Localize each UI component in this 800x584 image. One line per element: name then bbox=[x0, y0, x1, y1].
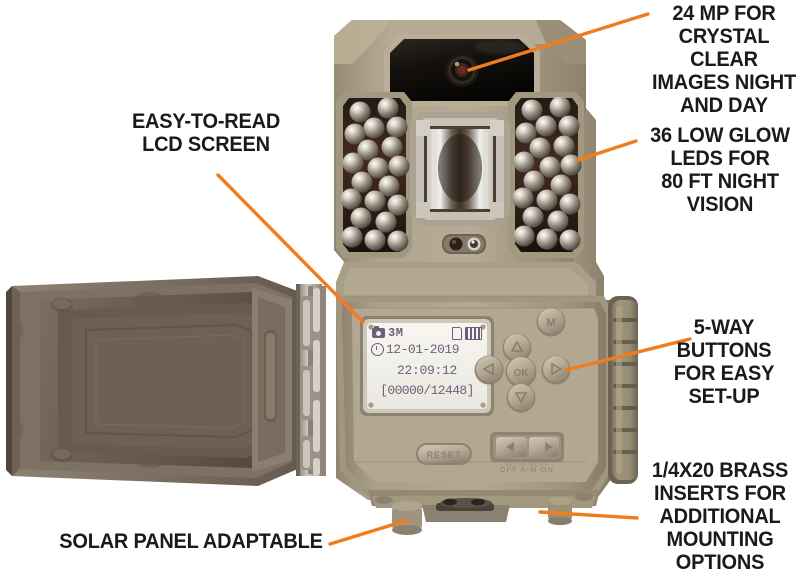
lcd-mode-label: 3M bbox=[388, 326, 404, 340]
ok-button: OK bbox=[505, 356, 537, 388]
svg-text:M: M bbox=[546, 317, 555, 329]
led-array-left bbox=[336, 92, 412, 258]
camera-body: M bbox=[334, 20, 638, 535]
right-button bbox=[541, 355, 571, 385]
lcd-time: 22:09:12 bbox=[396, 363, 457, 378]
five-way-button-pad: M bbox=[474, 307, 571, 413]
callout-5-way-buttons: 5-WAY BUTTONS FOR EASY SET-UP bbox=[673, 316, 775, 409]
svg-text:OFF AIM ON: OFF AIM ON bbox=[500, 467, 554, 474]
pir-motion-sensor bbox=[410, 112, 510, 226]
down-button bbox=[506, 383, 536, 413]
up-button bbox=[502, 333, 532, 363]
strap-channel bbox=[608, 296, 638, 484]
tripod-socket bbox=[422, 498, 510, 522]
battery-icon bbox=[465, 327, 482, 340]
callout-solar-panel: SOLAR PANEL ADAPTABLE bbox=[59, 530, 323, 553]
menu-button: M bbox=[536, 307, 566, 337]
led-bulbs-right bbox=[512, 96, 582, 251]
sd-card-icon bbox=[452, 327, 462, 340]
svg-text:OK: OK bbox=[514, 368, 530, 379]
brass-insert-right bbox=[548, 497, 572, 525]
clock-icon bbox=[371, 343, 384, 356]
svg-text:SETUP MODE: SETUP MODE bbox=[505, 462, 549, 468]
left-button bbox=[474, 355, 504, 385]
camera-icon bbox=[372, 326, 385, 338]
lcd-date: 12-01-2019 bbox=[386, 342, 460, 357]
bottom-mount-assembly bbox=[368, 490, 600, 535]
reset-button: RESET bbox=[416, 443, 472, 465]
camera-door bbox=[6, 276, 300, 486]
lcd-counter: [00000/12448] bbox=[380, 383, 474, 398]
mode-slider-switch: OFF AIM ON SETUP MODE bbox=[490, 432, 564, 474]
callout-24mp: 24 MP FOR CRYSTAL CLEAR IMAGES NIGHT AND… bbox=[651, 2, 797, 118]
svg-text:RESET: RESET bbox=[426, 450, 461, 460]
lcd-readout: 3M 12-01-2019 22:09:12 [00000/12448] bbox=[367, 323, 487, 409]
door-hinge bbox=[296, 284, 326, 476]
callout-low-glow-leds: 36 LOW GLOW LEDS FOR 80 FT NIGHT VISION bbox=[650, 124, 790, 217]
light-sensor-pair bbox=[442, 234, 486, 254]
brass-insert-left bbox=[392, 501, 422, 535]
callout-brass-inserts: 1/4X20 BRASS INSERTS FOR ADDITIONAL MOUN… bbox=[651, 459, 789, 575]
led-array-right bbox=[508, 92, 584, 258]
lcd-screen bbox=[360, 316, 494, 416]
callout-lcd-screen: EASY-TO-READ LCD SCREEN bbox=[131, 110, 281, 157]
